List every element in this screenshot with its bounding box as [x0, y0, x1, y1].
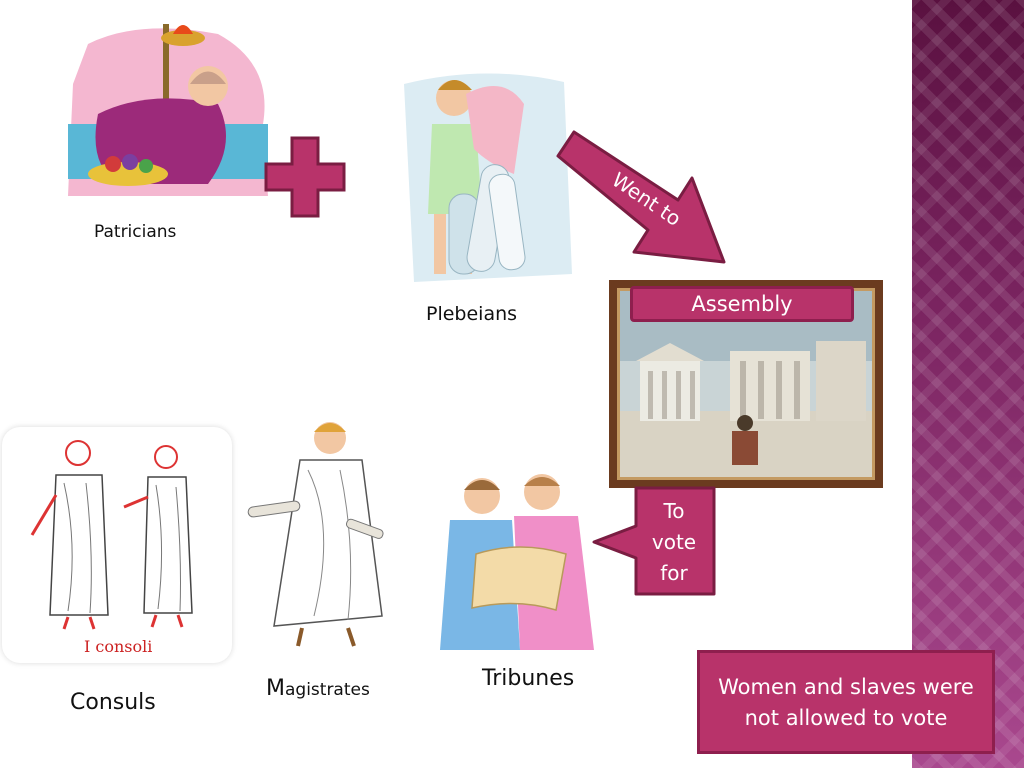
to-vote-for-line-3: for	[660, 561, 688, 585]
tribunes-label: Tribunes	[482, 666, 575, 691]
patrician-illustration	[68, 24, 268, 196]
patricians-label: Patricians	[94, 222, 177, 242]
decorative-side-band	[912, 0, 1024, 768]
note-line-1: Women and slaves were	[718, 675, 974, 699]
magistrates-label: Magistrates	[266, 676, 370, 701]
magistrates-rest: agistrates	[284, 680, 370, 700]
plebeian-illustration	[404, 73, 572, 282]
consuls-label: Consuls	[70, 690, 156, 715]
note-box: Women and slaves were not allowed to vot…	[697, 650, 995, 754]
note-line-2: not allowed to vote	[744, 706, 948, 730]
consuls-figures	[30, 440, 193, 630]
to-vote-for-line-1: To	[663, 499, 685, 523]
assembly-title-text: Assembly	[691, 292, 793, 316]
magistrates-initial: M	[266, 676, 285, 701]
plebeians-label: Plebeians	[426, 303, 518, 325]
assembly-title: Assembly	[630, 286, 854, 322]
magistrate-illustration	[247, 422, 384, 647]
to-vote-for-label: To vote for	[636, 496, 712, 589]
plus-icon	[264, 136, 346, 218]
consuls-illustration: I consoli	[2, 427, 232, 663]
to-vote-for-line-2: vote	[651, 530, 697, 554]
tribunes-illustration	[440, 474, 594, 650]
consuls-caption: I consoli	[84, 637, 153, 656]
arrow-left-icon	[592, 486, 716, 596]
arrow-right-down-icon: Went to	[556, 130, 726, 264]
